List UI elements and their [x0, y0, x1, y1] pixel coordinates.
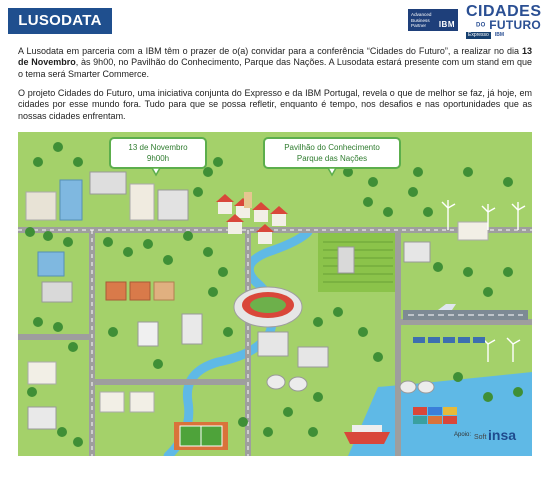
tree-icon: [503, 267, 513, 277]
tree-icon: [73, 437, 83, 447]
tree-icon: [53, 142, 63, 152]
date-sign: 13 de Novembro 9h00h: [109, 137, 207, 177]
tree-icon: [183, 231, 193, 241]
ibm-partner-line: Advanced: [411, 12, 432, 17]
tree-icon: [143, 239, 153, 249]
sign-time-text: 9h00h: [147, 154, 169, 163]
football-pitch: [174, 422, 228, 450]
soft-text: Soft: [474, 434, 487, 441]
event-date: 13 de Novembro: [18, 46, 532, 68]
ibm-logo: IBM: [438, 20, 455, 30]
tree-icon: [43, 231, 53, 241]
farm-field: [318, 232, 398, 292]
ibm-partner-badge: Advanced Business Partner IBM: [408, 9, 458, 31]
tree-icon: [153, 359, 163, 369]
tree-icon: [53, 322, 63, 332]
tree-icon: [203, 167, 213, 177]
ibm-partner-line: Business: [411, 17, 430, 23]
cidades-logo-futuro-text: FUTURO: [489, 18, 542, 32]
tree-icon: [68, 342, 78, 352]
tree-icon: [363, 197, 373, 207]
ibm-logo-small: IBM: [494, 32, 505, 39]
tree-icon: [123, 247, 133, 257]
cargo-ship: [344, 425, 390, 444]
tree-icon: [238, 417, 248, 427]
stadium: [233, 286, 303, 328]
tree-icon: [313, 317, 323, 327]
tree-icon: [313, 392, 323, 402]
airplane-icon: [438, 304, 456, 310]
tree-icon: [358, 327, 368, 337]
cidades-logo-title: CIDADES: [466, 3, 542, 20]
city-map-svg: 13 de Novembro 9h00h Pavilhão do Conheci…: [18, 132, 532, 456]
lusodata-logo: LUSODATA: [8, 8, 112, 34]
solar-panels: [413, 337, 485, 343]
invitation-text-start: A Lusodata em parceria com a IBM têm o p…: [18, 46, 522, 56]
tree-icon: [223, 327, 233, 337]
tree-icon: [163, 255, 173, 265]
tree-icon: [513, 387, 523, 397]
tree-icon: [483, 287, 493, 297]
sign-venue-line-1: Pavilhão do Conhecimento: [284, 143, 380, 152]
wind-turbines: [441, 200, 526, 362]
tree-icon: [208, 287, 218, 297]
tree-icon: [27, 387, 37, 397]
tree-icon: [343, 167, 353, 177]
cidades-logo-futuro: DO FUTURO: [476, 19, 546, 32]
tree-icon: [433, 262, 443, 272]
port-containers: [413, 407, 457, 424]
insa-text: insa: [488, 427, 517, 443]
tree-icon: [218, 267, 228, 277]
invitation-text-end: , às 9h00, no Pavilhão do Conhecimento, …: [18, 57, 532, 79]
project-description-paragraph: O projeto Cidades do Futuro, uma iniciat…: [18, 88, 532, 121]
tree-icon: [283, 407, 293, 417]
tree-icon: [213, 157, 223, 167]
road-dashes: [18, 229, 532, 456]
tree-icon: [423, 207, 433, 217]
tree-icon: [33, 157, 43, 167]
ibm-partner-line: Partner: [411, 23, 427, 29]
apoio-label: Apoio:: [454, 432, 472, 438]
tree-icon: [368, 177, 378, 187]
tree-icon: [33, 317, 43, 327]
village-houses: [216, 192, 288, 244]
sign-date-text: 13 de Novembro: [128, 143, 188, 152]
city-map-illustration: 13 de Novembro 9h00h Pavilhão do Conheci…: [18, 132, 532, 456]
trees: [25, 142, 523, 447]
tree-icon: [383, 207, 393, 217]
cidades-logo-sponsors: Expresso IBM: [466, 32, 546, 40]
softinsa-logo: Soft insa: [474, 426, 524, 448]
tree-icon: [413, 167, 423, 177]
expresso-logo: Expresso: [466, 32, 491, 40]
tree-icon: [103, 237, 113, 247]
tree-icon: [63, 237, 73, 247]
tree-icon: [25, 227, 35, 237]
tree-icon: [308, 427, 318, 437]
sign-venue-line-2: Parque das Nações: [297, 154, 367, 163]
tree-icon: [73, 157, 83, 167]
tree-icon: [373, 352, 383, 362]
tree-icon: [57, 427, 67, 437]
tree-icon: [203, 247, 213, 257]
tree-icon: [463, 267, 473, 277]
storage-tanks: [266, 374, 435, 394]
tree-icon: [408, 187, 418, 197]
invitation-paragraph: A Lusodata em parceria com a IBM têm o p…: [18, 46, 532, 80]
city-buildings: [25, 171, 489, 430]
tree-icon: [503, 177, 513, 187]
tree-icon: [483, 392, 493, 402]
farm-rows: [323, 241, 393, 283]
venue-sign: Pavilhão do Conhecimento Parque das Naçõ…: [263, 137, 401, 177]
tree-icon: [333, 307, 343, 317]
tree-icon: [193, 187, 203, 197]
tree-icon: [453, 372, 463, 382]
tree-icon: [108, 327, 118, 337]
tree-icon: [463, 167, 473, 177]
cidades-do-futuro-logo: CIDADES DO FUTURO Expresso IBM: [466, 4, 546, 40]
tree-icon: [263, 427, 273, 437]
airport-runway: [403, 310, 528, 320]
cidades-logo-do: DO: [476, 22, 486, 29]
